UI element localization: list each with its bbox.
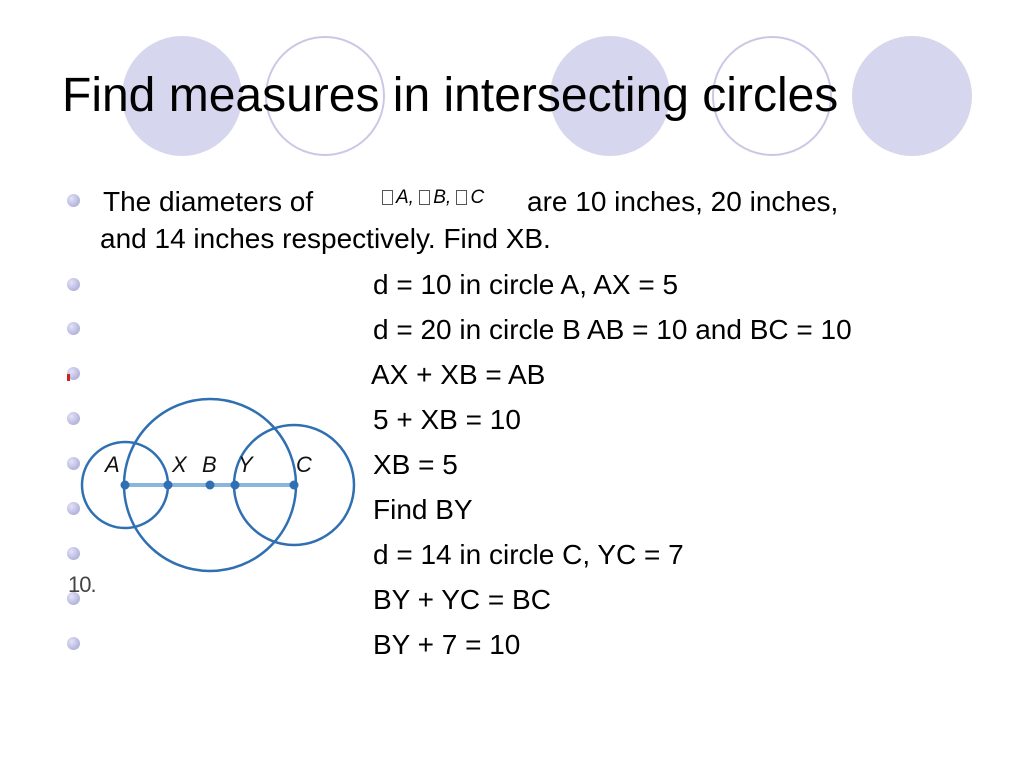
symbol-placeholder-icon xyxy=(419,190,431,206)
bullet-icon xyxy=(67,367,80,380)
symbol-placeholder-icon xyxy=(456,190,468,206)
intro-text-end: are 10 inches, 20 inches, xyxy=(527,186,839,217)
bullet-icon xyxy=(67,502,80,515)
point-x xyxy=(163,480,173,490)
bullet-icon xyxy=(67,592,80,605)
bullet-icon xyxy=(67,194,80,207)
step-4: 5 + XB = 10 xyxy=(373,404,521,435)
step-6: Find BY xyxy=(373,494,473,525)
bullet-icon xyxy=(67,412,80,425)
decor-circle-3 xyxy=(550,36,670,156)
label-b: B xyxy=(202,452,217,477)
slide-title: Find measures in intersecting circles xyxy=(62,69,839,122)
decor-circle-2 xyxy=(265,36,385,156)
symbol-placeholder-icon xyxy=(382,190,393,206)
step-9: BY + 7 = 10 xyxy=(373,629,521,660)
intro-text-second-line: and 14 inches respectively. Find XB. xyxy=(100,223,551,254)
step-8: BY + YC = BC xyxy=(373,584,551,615)
circle-symbols: A, B, C xyxy=(382,187,484,209)
label-x: X xyxy=(171,452,188,477)
step-2: d = 20 in circle B AB = 10 and BC = 10 xyxy=(373,314,852,345)
point-a xyxy=(120,480,130,490)
label-y: Y xyxy=(238,452,254,477)
bullet-icon xyxy=(67,547,80,560)
stray-mark xyxy=(67,374,70,381)
step-3: AX + XB = AB xyxy=(371,359,546,390)
bullet-icon xyxy=(67,322,80,335)
point-b xyxy=(205,480,215,490)
decor-circle-4 xyxy=(712,36,832,156)
step-5: XB = 5 xyxy=(373,449,458,480)
point-c xyxy=(289,480,299,490)
decor-circle-5 xyxy=(852,36,972,156)
diagram-side-label: 10. xyxy=(68,572,97,597)
label-a: A xyxy=(103,452,120,477)
bullet-icon xyxy=(67,457,80,470)
intro-text-start: The diameters of xyxy=(103,186,314,217)
step-1: d = 10 in circle A, AX = 5 xyxy=(373,269,679,300)
bullet-icon xyxy=(67,637,80,650)
step-7: d = 14 in circle C, YC = 7 xyxy=(373,539,684,570)
decor-circle-1 xyxy=(122,36,242,156)
intersecting-circles-diagram: A X B Y C xyxy=(80,397,356,573)
label-c: C xyxy=(296,452,312,477)
bullet-icon xyxy=(67,278,80,291)
point-y xyxy=(230,480,240,490)
